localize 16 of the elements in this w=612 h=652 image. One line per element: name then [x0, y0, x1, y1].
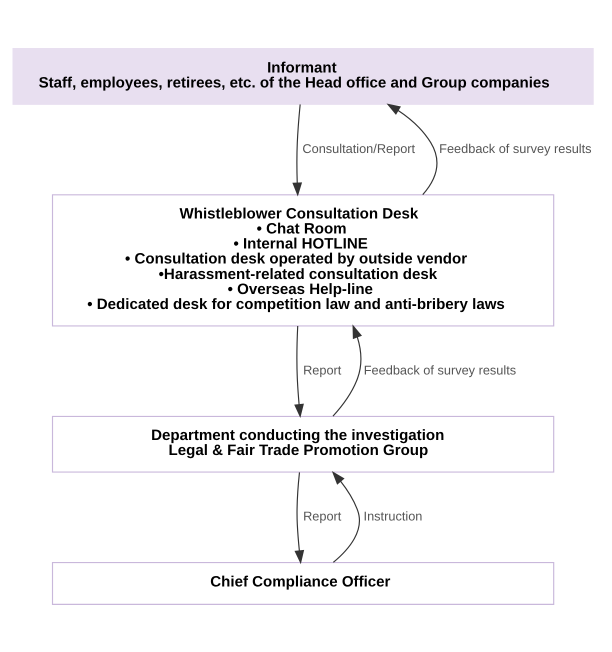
- node-box: Chief Compliance Officer: [52, 562, 554, 604]
- edge-label: Consultation/Report: [302, 140, 416, 156]
- edge-label: Report: [303, 508, 342, 524]
- node-box: Department conducting the investigation Legal & Fair Trade Promotion Group: [52, 415, 554, 472]
- arrow: [332, 470, 360, 562]
- arrow: [294, 472, 304, 564]
- edge-label: Feedback of survey results: [439, 140, 592, 156]
- edge-label: Feedback of survey results: [364, 362, 516, 377]
- node-box: Whistleblower Consultation Desk • Chat Room • Internal HOTLINE • Consultation desk operated by outside vendor •Harassment-related consultation desk • Overseas Help-line • Dedicated desk for competition law and anti-bribery laws: [52, 194, 554, 326]
- edge-label: Instruction: [364, 508, 422, 524]
- arrow: [294, 325, 304, 418]
- arrow: [386, 103, 438, 194]
- arrow: [332, 324, 362, 416]
- edge-label: Report: [303, 362, 342, 377]
- arrow: [292, 104, 302, 196]
- node-box: Informant Staff, employees, retirees, etc. of the Head office and Group companies: [12, 48, 594, 104]
